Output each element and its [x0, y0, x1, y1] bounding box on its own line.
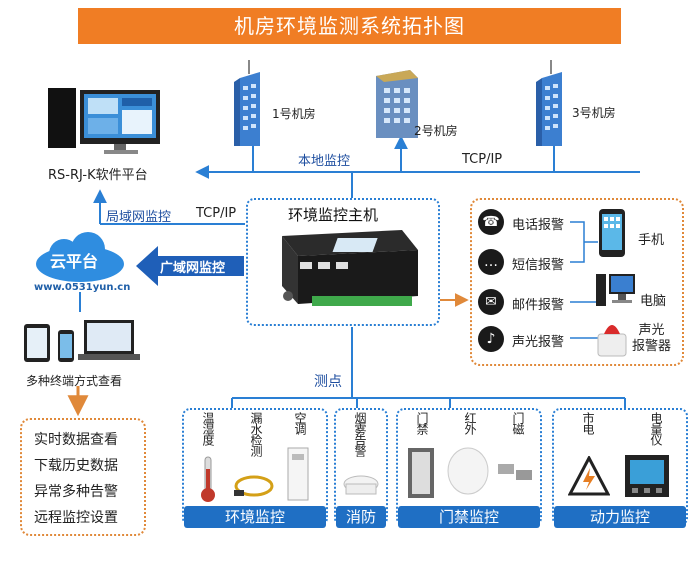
alarm-sms-label: 短信报警 — [512, 258, 565, 273]
smartphone-icon — [599, 209, 625, 257]
terminal-icons — [24, 320, 140, 362]
computer-device — [596, 272, 636, 312]
door-magnet-icon — [496, 460, 536, 490]
building-3 — [534, 58, 570, 150]
desktop-icon — [596, 274, 635, 306]
category-power: 动力监控 — [554, 506, 686, 528]
pc-icon — [48, 88, 160, 154]
sensor-temp-hum-label: 温湿度 — [201, 412, 215, 445]
leak-cable-icon — [232, 472, 276, 504]
sensor-leak-label: 漏水检测 — [249, 412, 263, 456]
measure-point-label: 测点 — [314, 374, 342, 390]
diagram-title: 机房环境监测系统拓扑图 — [78, 8, 621, 44]
sensor-ir-label: 红外 — [463, 412, 477, 434]
category-env-monitor: 环境监控 — [184, 506, 326, 528]
wan-arrow — [136, 244, 246, 292]
ac-sensor-icon — [286, 446, 310, 506]
room-2-label: 2号机房 — [414, 124, 458, 138]
features-box — [20, 418, 146, 536]
alarm-phone-label: 电话报警 — [512, 218, 565, 233]
sensor-smoke-label: 烟雾告警 — [353, 412, 367, 456]
sensor-meter-label: 电量仪 — [649, 412, 663, 445]
alarm-box — [470, 198, 684, 366]
feature-history: 下载历史数据 — [34, 458, 118, 474]
sensor-mains-label: 市电 — [581, 412, 595, 434]
door-icon — [406, 446, 436, 504]
room-1-label: 1号机房 — [272, 107, 316, 121]
feature-remote: 远程监控设置 — [34, 510, 118, 526]
phone-icon: ☎ — [478, 209, 504, 235]
building-1 — [232, 58, 268, 150]
tcpip-top-label: TCP/IP — [462, 152, 503, 167]
host-label: 环境监控主机 — [288, 206, 379, 224]
device-siren-label: 声光 报警器 — [632, 323, 672, 354]
sensor-ac-label: 空调 — [293, 412, 307, 434]
device-computer-label: 电脑 — [640, 294, 667, 309]
room-3-label: 3号机房 — [572, 106, 616, 120]
category-access: 门禁监控 — [398, 506, 540, 528]
building-2-icon — [376, 70, 418, 138]
host-device — [272, 226, 422, 322]
cloud-label: 云平台 — [50, 252, 99, 271]
tcpip-left-label: TCP/IP — [196, 206, 237, 221]
wan-arrow-icon — [136, 246, 244, 286]
feature-alarm: 异常多种告警 — [34, 484, 118, 500]
cloud-url: www.0531yun.cn — [34, 282, 131, 293]
controller-device-icon — [282, 230, 418, 306]
wan-monitor-label: 广域网监控 — [160, 261, 226, 276]
alarm-light-label: 声光报警 — [512, 335, 565, 350]
software-pc — [44, 84, 164, 168]
siren-device — [596, 316, 628, 362]
terminal-devices — [22, 316, 140, 372]
power-meter-icon — [624, 454, 670, 502]
terminals-label: 多种终端方式查看 — [26, 374, 123, 388]
building-3-icon — [536, 60, 562, 146]
device-phone-label: 手机 — [638, 233, 665, 248]
high-voltage-icon — [567, 454, 611, 500]
cloud-platform — [30, 232, 130, 292]
alarm-mail-label: 邮件报警 — [512, 298, 565, 313]
software-platform-label: RS-RJ-K软件平台 — [48, 168, 148, 183]
sensor-magnet-label: 门磁 — [511, 412, 525, 434]
feature-realtime: 实时数据查看 — [34, 432, 118, 448]
phone-device — [598, 208, 626, 262]
sms-icon: … — [478, 249, 504, 275]
building-2 — [372, 66, 422, 142]
bell-icon: ♪ — [478, 326, 504, 352]
local-monitor-label: 本地监控 — [298, 154, 351, 169]
smoke-detector-icon — [342, 472, 380, 504]
alarm-bracket-lines — [570, 221, 598, 339]
sensor-access-label: 门禁 — [415, 412, 429, 434]
cloud-icon — [36, 232, 124, 282]
infrared-sensor-icon — [446, 446, 490, 500]
thermometer-icon — [199, 455, 217, 507]
siren-icon — [597, 325, 627, 357]
mail-icon: ✉ — [478, 289, 504, 315]
building-1-icon — [234, 60, 260, 146]
lan-monitor-label: 局域网监控 — [106, 210, 172, 225]
category-fire: 消防 — [336, 506, 386, 528]
host-box — [246, 198, 440, 326]
